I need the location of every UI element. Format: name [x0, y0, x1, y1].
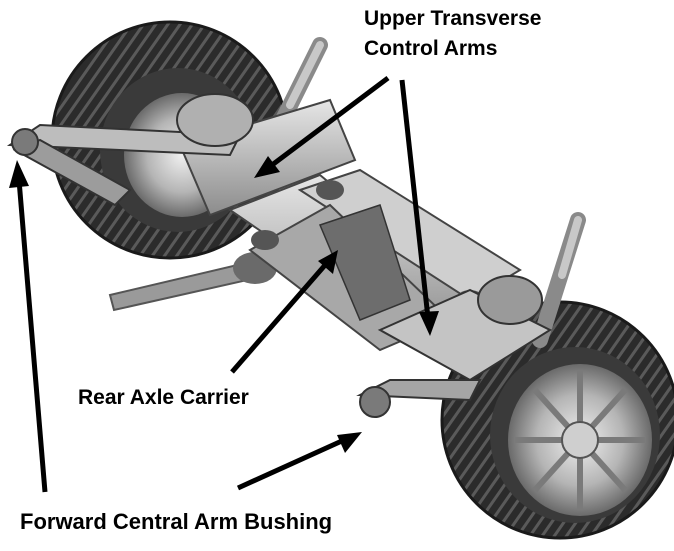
rear-axle-carrier-label: Rear Axle Carrier	[78, 385, 249, 411]
arrow-forward-bushing-right	[238, 432, 362, 488]
forward-bushing-label: Forward Central Arm Bushing	[20, 509, 332, 535]
upper-control-arms-label-line1: Upper Transverse	[364, 6, 541, 32]
drive-shaft	[110, 252, 277, 310]
upper-control-arms-label-line2: Control Arms	[364, 36, 497, 62]
arrow-forward-bushing-left	[9, 160, 45, 492]
